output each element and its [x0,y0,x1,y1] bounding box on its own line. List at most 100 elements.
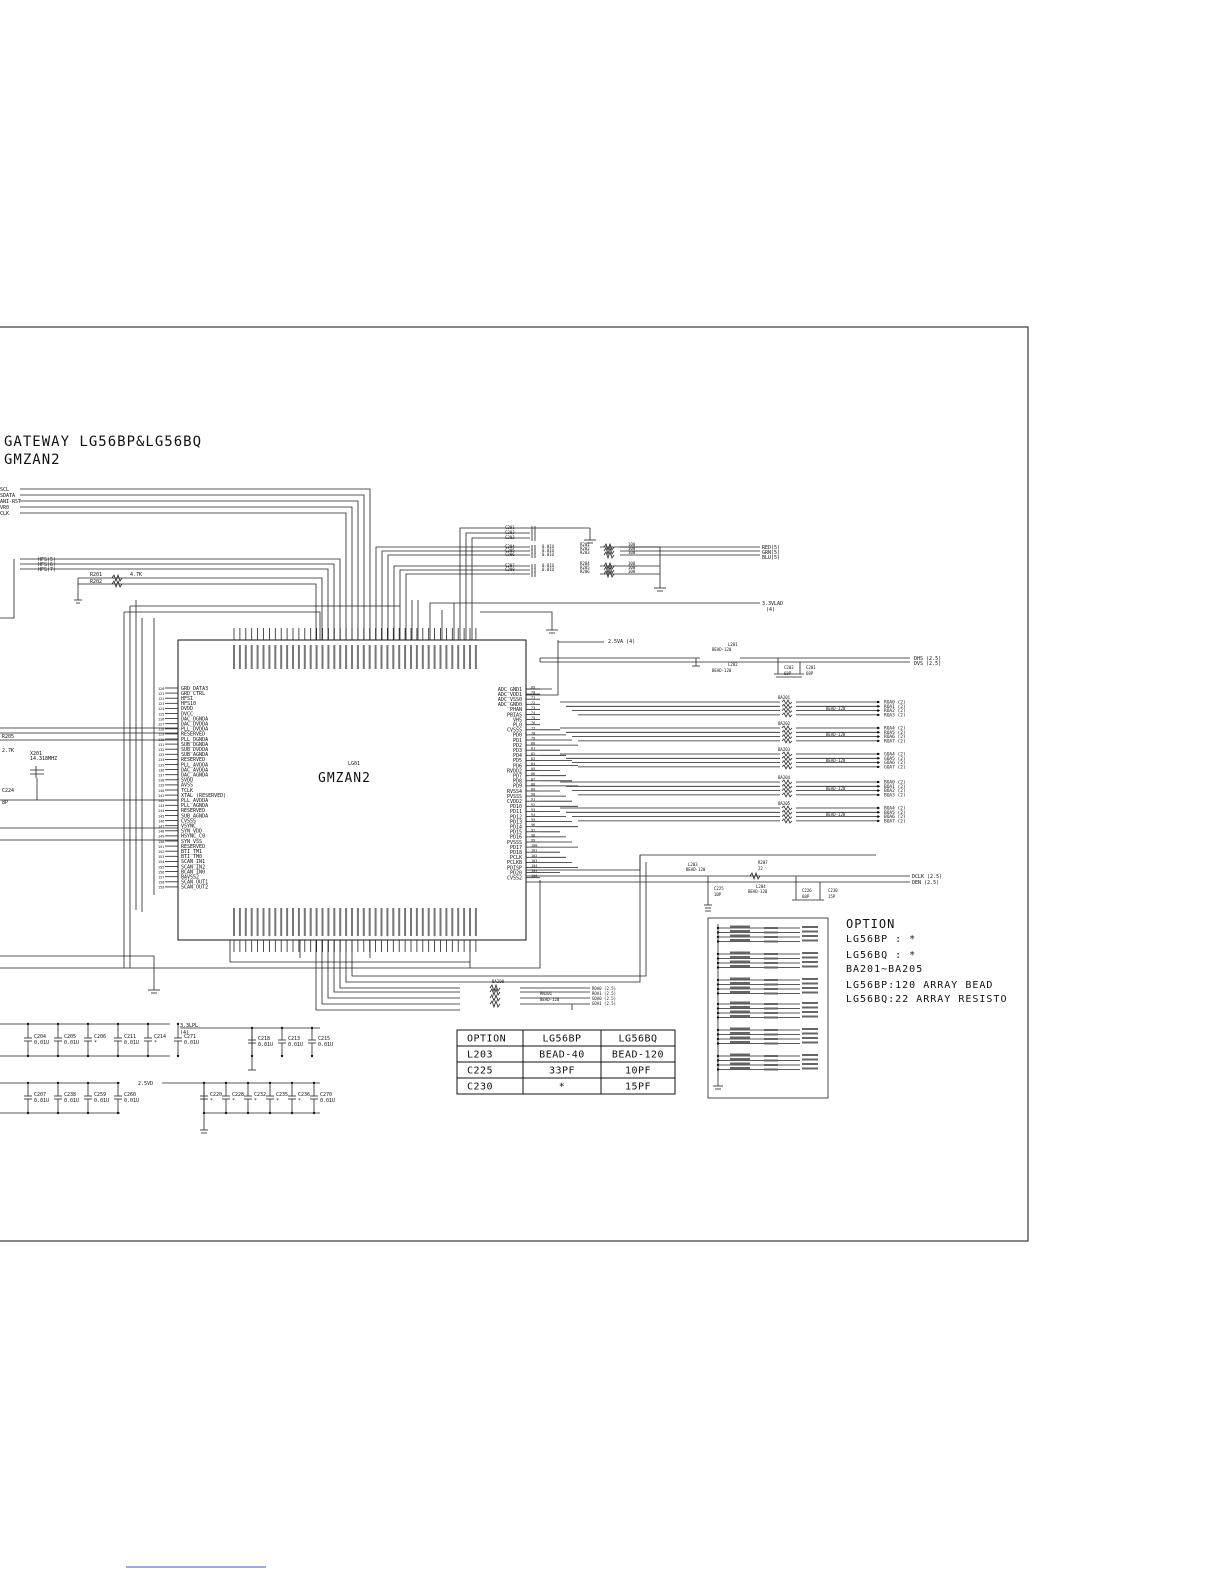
left-net-label: HFS(7) [38,567,56,573]
chip-pin-label-mark [233,908,235,936]
chip-pin-number: 121 [158,692,164,696]
chip-pin-number: 74 [531,711,535,715]
chip-pin-label: RESERVED [181,844,205,850]
chip-pin-label: PD16 [510,835,522,841]
chip-pin-number: 125 [158,712,164,716]
chip-pin-label-mark [351,645,353,669]
chip-pin-label: SUB_DGNDA [181,742,208,748]
bead-zigzag [781,699,793,705]
junction-dot [876,705,880,708]
sheet-border [0,326,1029,1242]
cap-c201-label: C201 [806,665,816,670]
bottom-bead-rref: RN201 [540,991,553,996]
rgb-net-label: RED(5) [762,545,780,551]
bead-zigzag [489,993,501,1003]
chip-pin-label: PD5 [513,758,522,764]
rgb-res-label: R206 [580,569,590,574]
chip-name: GMZAN2 [318,771,371,786]
array-label-mark [730,925,750,928]
chip-pin-label-mark [469,908,471,936]
chip-pin-number: 71 [531,696,535,700]
chip-pin-label: PHAN [510,707,522,713]
power-3v3-page: (4) [766,607,775,613]
chip-pin-label: AVSS [181,783,193,789]
chip-pin-label-mark [451,645,454,669]
chip-bottom-pins [233,908,477,952]
rgb-res-label: R202 [580,546,590,551]
rgb-cap-label: C207 [505,563,515,568]
option-notes-title: OPTION [846,917,895,931]
bead-net-label: BOA2 (2) [884,788,906,794]
rgb-res-label: R205 [580,565,590,570]
chip-pin-number: 75 [531,716,535,720]
junction-dot [876,789,880,792]
chip-pin-label-mark [386,908,389,936]
chip-pin-label: PLL_AVDDA [181,762,208,768]
array-net-mark [802,965,818,968]
option-table-cell: 33PF [549,1066,575,1077]
bead-zigzag [781,783,793,790]
chip-pin-label: BTI_TM1 [181,849,202,855]
chip-pin-label: RESERVED [181,732,205,738]
chip-pin-label: CVSS2 [507,876,522,882]
bead-net-label: GOA7 (2) [884,765,906,771]
cap-value: * [154,1040,157,1046]
chip-pin-label-mark [280,645,283,669]
bead-net-label: ROA3 (2) [884,713,906,719]
bottom-bead-net: ROA0 (2.5) [592,986,616,991]
junction-dot [876,819,880,823]
cap-value: * [276,1098,279,1104]
inductor-l201-part: BEAD-120 [712,647,732,652]
rgb-cap-label: C204 [505,544,515,549]
bead-zigzag [781,779,793,785]
left-net-label: VR0 [0,505,9,511]
chip-pin-label: PLL_AVDDA [181,798,208,804]
inductor-l201-label: L201 [728,642,738,647]
cap-value: 0.01U [124,1040,139,1046]
chip-pin-number: 100 [531,844,537,848]
chip-pin-label-mark [238,908,241,936]
chip-pin-number: 83 [531,757,535,761]
chip-pin-label-mark [274,645,277,669]
cap-value: 0.01U [34,1040,49,1046]
array-net-mark [802,982,818,985]
bead-zigzag [781,764,793,770]
bead-ref: BA201 [778,695,791,700]
bead-zigzag [489,999,501,1009]
chip-pin-number: 158 [158,881,164,885]
option-table-cell: BEAD-40 [539,1050,585,1061]
cap-value: * [210,1098,213,1104]
chip-pin-label: PCLK [510,855,522,861]
chip-body [177,639,527,941]
chip-pin-number: 98 [531,833,535,837]
chip-pin-label-mark [345,645,348,669]
chip-pin-label: PDISP [507,865,522,871]
rgb-net-labels: RED(5) GRN(5) BLU(5) [762,545,780,561]
option-note-line: LG56BQ : * [846,950,916,961]
rgb-cap-value: 0.01U [542,552,555,557]
inductor-l202-label: L202 [728,662,738,667]
rgb-input-wires [375,527,760,640]
cap-c224-label: C224 [2,788,14,794]
sheet-subtitle: GMZAN2 [4,452,61,468]
chip-pin-label-mark [286,908,289,936]
cap-label: C211 [124,1034,136,1040]
bead-net-label: BOA4 (2) [884,806,906,812]
chip-pin-label: PD8 [513,779,522,785]
bead-part: BEAD-120 [826,706,846,711]
chip-pin-label: PLL_DGNDA [181,737,208,743]
inductor-l202-part: BEAD-120 [712,668,732,673]
cap-label: C270 [320,1092,332,1098]
rgb-res-value: 100 [628,550,636,555]
chip-pin-number: 153 [158,855,164,859]
chip-pin-label-mark [439,908,442,936]
chip-pin-label-mark [445,908,448,936]
chip-pin-label: SUB_DVDDA [181,747,208,753]
chip-pin-number: 155 [158,865,164,869]
junction-dot [876,731,880,734]
cap-value-label: 8P [2,800,8,806]
chip-pin-number: 90 [531,793,535,797]
chip-pin-number: 85 [531,767,535,771]
chip-pin-label-mark [404,645,407,669]
array-net-mark [802,1054,818,1056]
